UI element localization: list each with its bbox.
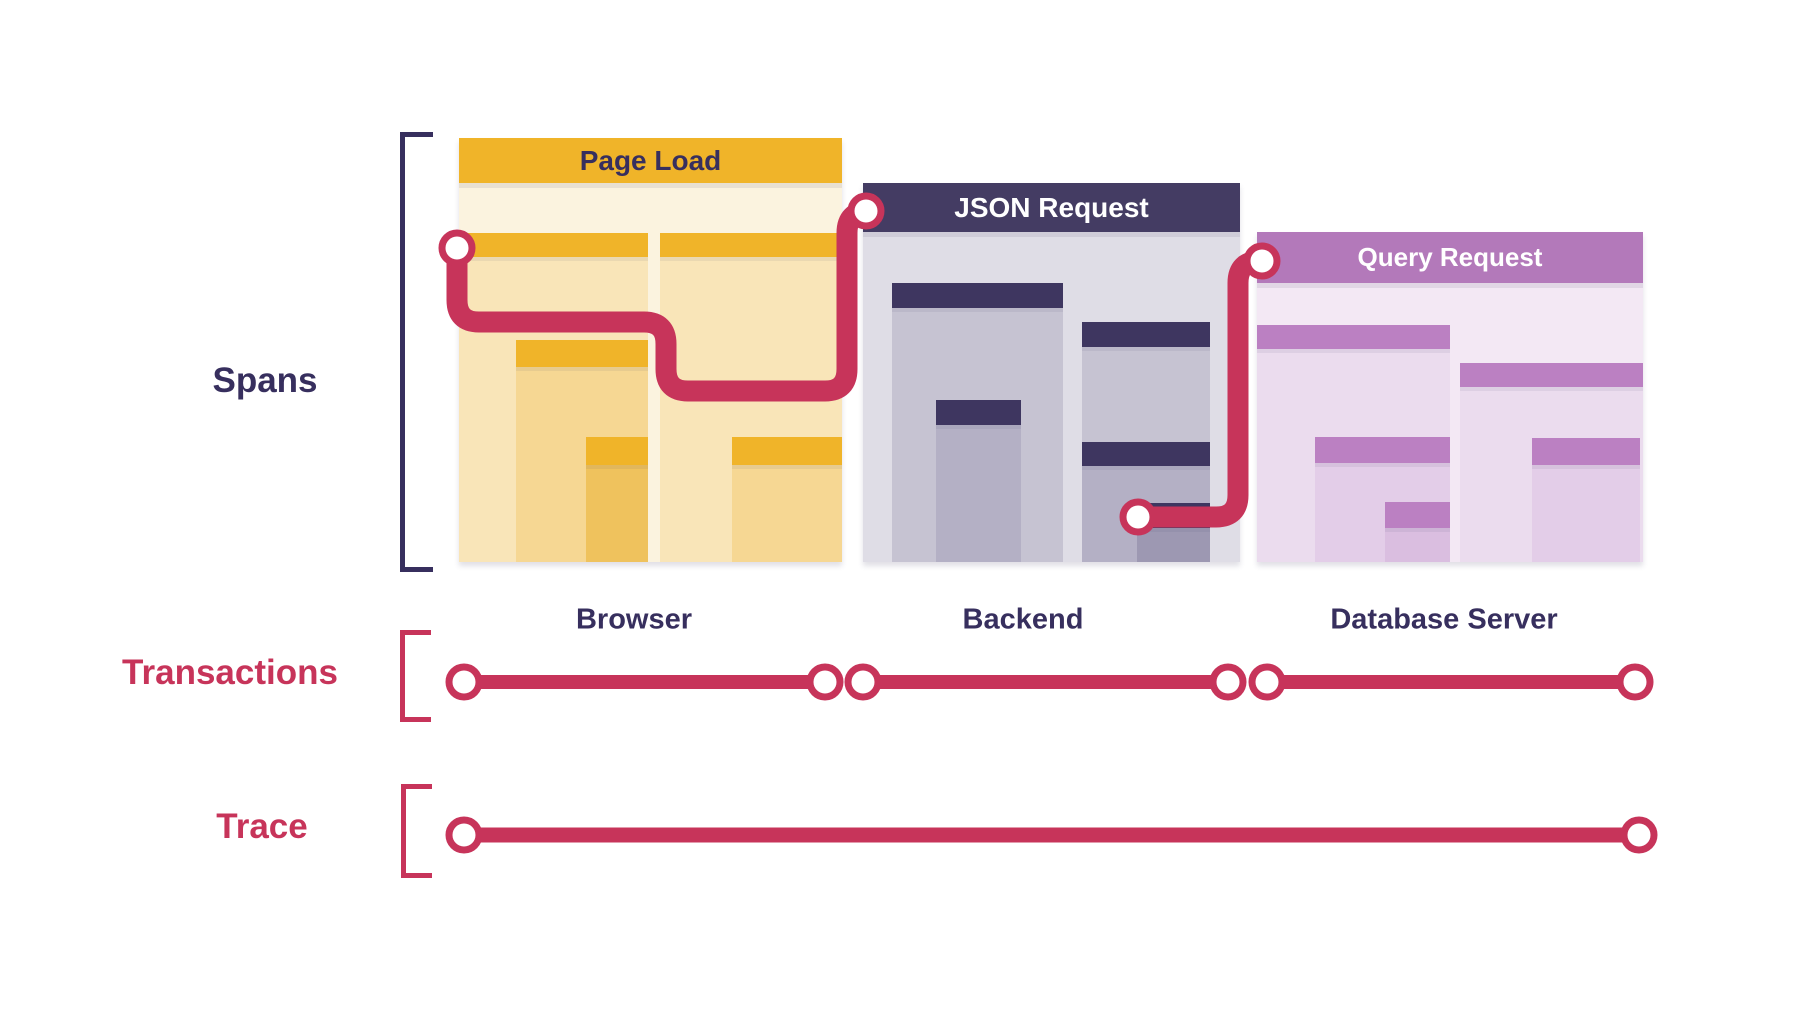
json-request-header: JSON Request xyxy=(863,183,1240,232)
trace-row-label: Trace xyxy=(216,807,308,846)
service-label-database-server: Database Server xyxy=(1330,603,1558,636)
query-request-title: Query Request xyxy=(1357,242,1543,272)
spans-bracket xyxy=(400,132,433,572)
span-pageload-grandchild-2 xyxy=(732,437,842,562)
transaction-node-database-start xyxy=(1248,663,1286,701)
span-header xyxy=(459,233,648,257)
transaction-block-json-request: JSON Request xyxy=(863,183,1240,562)
transaction-node-browser-end xyxy=(806,663,844,701)
query-request-header: Query Request xyxy=(1257,232,1643,283)
transaction-node-browser-start xyxy=(445,663,483,701)
span-json-great-grandchild-2 xyxy=(1137,503,1210,562)
transaction-node-backend-start xyxy=(844,663,882,701)
span-header xyxy=(1082,322,1210,347)
page-load-title: Page Load xyxy=(579,144,722,176)
service-label-browser: Browser xyxy=(575,603,693,636)
trace-bracket xyxy=(401,784,432,878)
span-query-grandchild-2 xyxy=(1532,438,1640,562)
span-header xyxy=(892,283,1063,308)
trace-line-start-node xyxy=(445,816,483,854)
service-label-backend: Backend xyxy=(962,603,1084,636)
span-header xyxy=(516,340,648,367)
span-header xyxy=(1137,503,1210,528)
span-header xyxy=(586,437,648,465)
span-header xyxy=(1082,442,1210,466)
span-pageload-great-grandchild-1 xyxy=(586,437,648,562)
span-header xyxy=(660,233,842,257)
span-query-great-grandchild-1 xyxy=(1385,502,1450,562)
span-header xyxy=(732,437,842,465)
span-header xyxy=(1532,438,1640,465)
span-json-grandchild-1 xyxy=(936,400,1021,562)
page-load-header: Page Load xyxy=(459,138,842,183)
span-header xyxy=(1385,502,1450,528)
transaction-block-page-load: Page Load xyxy=(459,138,842,562)
transaction-node-backend-end xyxy=(1209,663,1247,701)
span-header xyxy=(936,400,1021,425)
transactions-bracket xyxy=(400,630,431,722)
json-request-title: JSON Request xyxy=(954,191,1149,223)
transaction-node-database-end xyxy=(1616,663,1654,701)
span-header xyxy=(1315,437,1450,463)
trace-line-end-node xyxy=(1620,816,1658,854)
transactions-row-label: Transactions xyxy=(122,653,338,692)
span-header xyxy=(1460,363,1643,387)
span-header xyxy=(1257,325,1450,349)
transaction-block-query-request: Query Request xyxy=(1257,232,1643,562)
spans-row-label: Spans xyxy=(212,361,318,400)
